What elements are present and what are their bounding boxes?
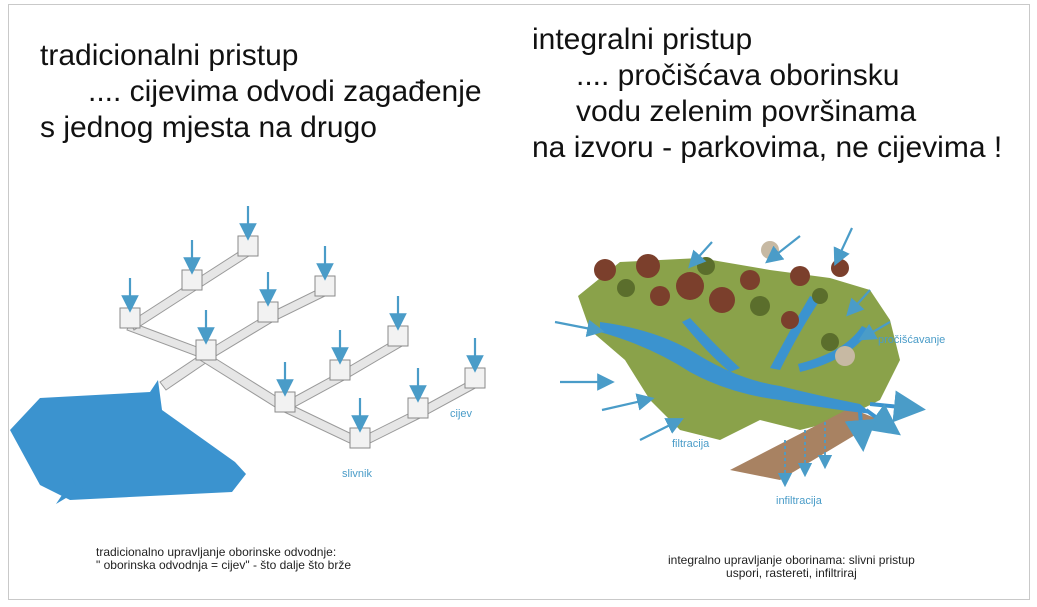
right-heading-line-3: vodu zelenim površinama <box>576 95 917 128</box>
shrub <box>697 257 715 275</box>
right-caption-line-2: uspori, rastereti, infiltriraj <box>726 566 857 580</box>
right-caption-line-1: integralno upravljanje oborinama: slivni… <box>668 553 915 567</box>
left-heading-line-2: .... cijevima odvodi zagađenje <box>88 75 482 108</box>
tree <box>594 259 616 281</box>
drain-box <box>181 269 203 291</box>
drain-box <box>349 427 371 449</box>
left-caption-line-2: " oborinska odvodnja = cijev" - što dalj… <box>96 558 351 572</box>
outflow-arrow <box>844 411 877 452</box>
green-infrastructure-illustration: pročišćavanje filtracija infiltracija <box>554 227 945 507</box>
pipe-network-illustration: cijev slivnik <box>10 206 486 504</box>
purification-label: pročišćavanje <box>878 334 945 346</box>
drain-box <box>119 307 141 329</box>
pale-tree <box>835 346 855 366</box>
left-caption-line-1: tradicionalno upravljanje oborinske odvo… <box>96 545 337 559</box>
drain-box <box>387 325 409 347</box>
inflow-arrow <box>833 227 853 266</box>
right-heading-line-2: .... pročišćava oborinsku <box>576 59 900 92</box>
outflow-arrow <box>56 478 86 504</box>
inflow-arrow <box>554 319 605 337</box>
tree <box>650 286 670 306</box>
drain-box <box>464 367 486 389</box>
pipe-label: cijev <box>450 408 473 420</box>
tree <box>676 272 704 300</box>
tree <box>636 254 660 278</box>
right-heading: integralni pristup .... pročišćava obori… <box>532 22 1002 166</box>
shrub <box>750 296 770 316</box>
left-heading: tradicionalni pristup .... cijevima odvo… <box>40 38 482 146</box>
shrub <box>821 333 839 351</box>
drain-box <box>407 397 429 419</box>
inflow-arrow <box>639 418 684 441</box>
water-channel <box>682 318 740 372</box>
pale-tree <box>761 241 779 259</box>
inflow-arrow <box>846 289 871 317</box>
outflow-arrow <box>869 390 926 423</box>
left-heading-line-1: tradicionalni pristup <box>40 39 299 72</box>
tree <box>790 266 810 286</box>
water-channel <box>770 296 820 370</box>
shrub <box>617 279 635 297</box>
inflow-arrow <box>765 235 801 264</box>
drain-box <box>329 359 351 381</box>
water-pool <box>10 380 246 500</box>
right-heading-line-4: na izvoru - parkovima, ne cijevima ! <box>532 131 1003 164</box>
water-channel <box>798 326 870 372</box>
drain-box <box>314 275 336 297</box>
filtration-label: filtracija <box>672 438 710 450</box>
drain-box <box>274 391 296 413</box>
inflow-arrow <box>688 241 713 269</box>
drain-label: slivnik <box>342 468 372 480</box>
right-heading-line-1: integralni pristup <box>532 23 753 56</box>
drain-box <box>237 235 259 257</box>
shrub <box>812 288 828 304</box>
right-caption: integralno upravljanje oborinama: slivni… <box>668 554 915 580</box>
inflow-arrow <box>858 321 891 341</box>
drain-box <box>195 339 217 361</box>
pipe-segment <box>199 351 286 411</box>
drain-box <box>257 301 279 323</box>
left-heading-line-3: s jednog mjesta na drugo <box>40 111 377 144</box>
water-channel <box>600 322 872 414</box>
left-caption: tradicionalno upravljanje oborinske odvo… <box>96 546 351 572</box>
inflow-arrow <box>601 393 655 412</box>
tree <box>781 311 799 329</box>
tree <box>740 270 760 290</box>
outflow-arrow <box>864 403 901 436</box>
tree <box>709 287 735 313</box>
tree <box>831 259 849 277</box>
infiltration-label: infiltracija <box>776 495 823 507</box>
